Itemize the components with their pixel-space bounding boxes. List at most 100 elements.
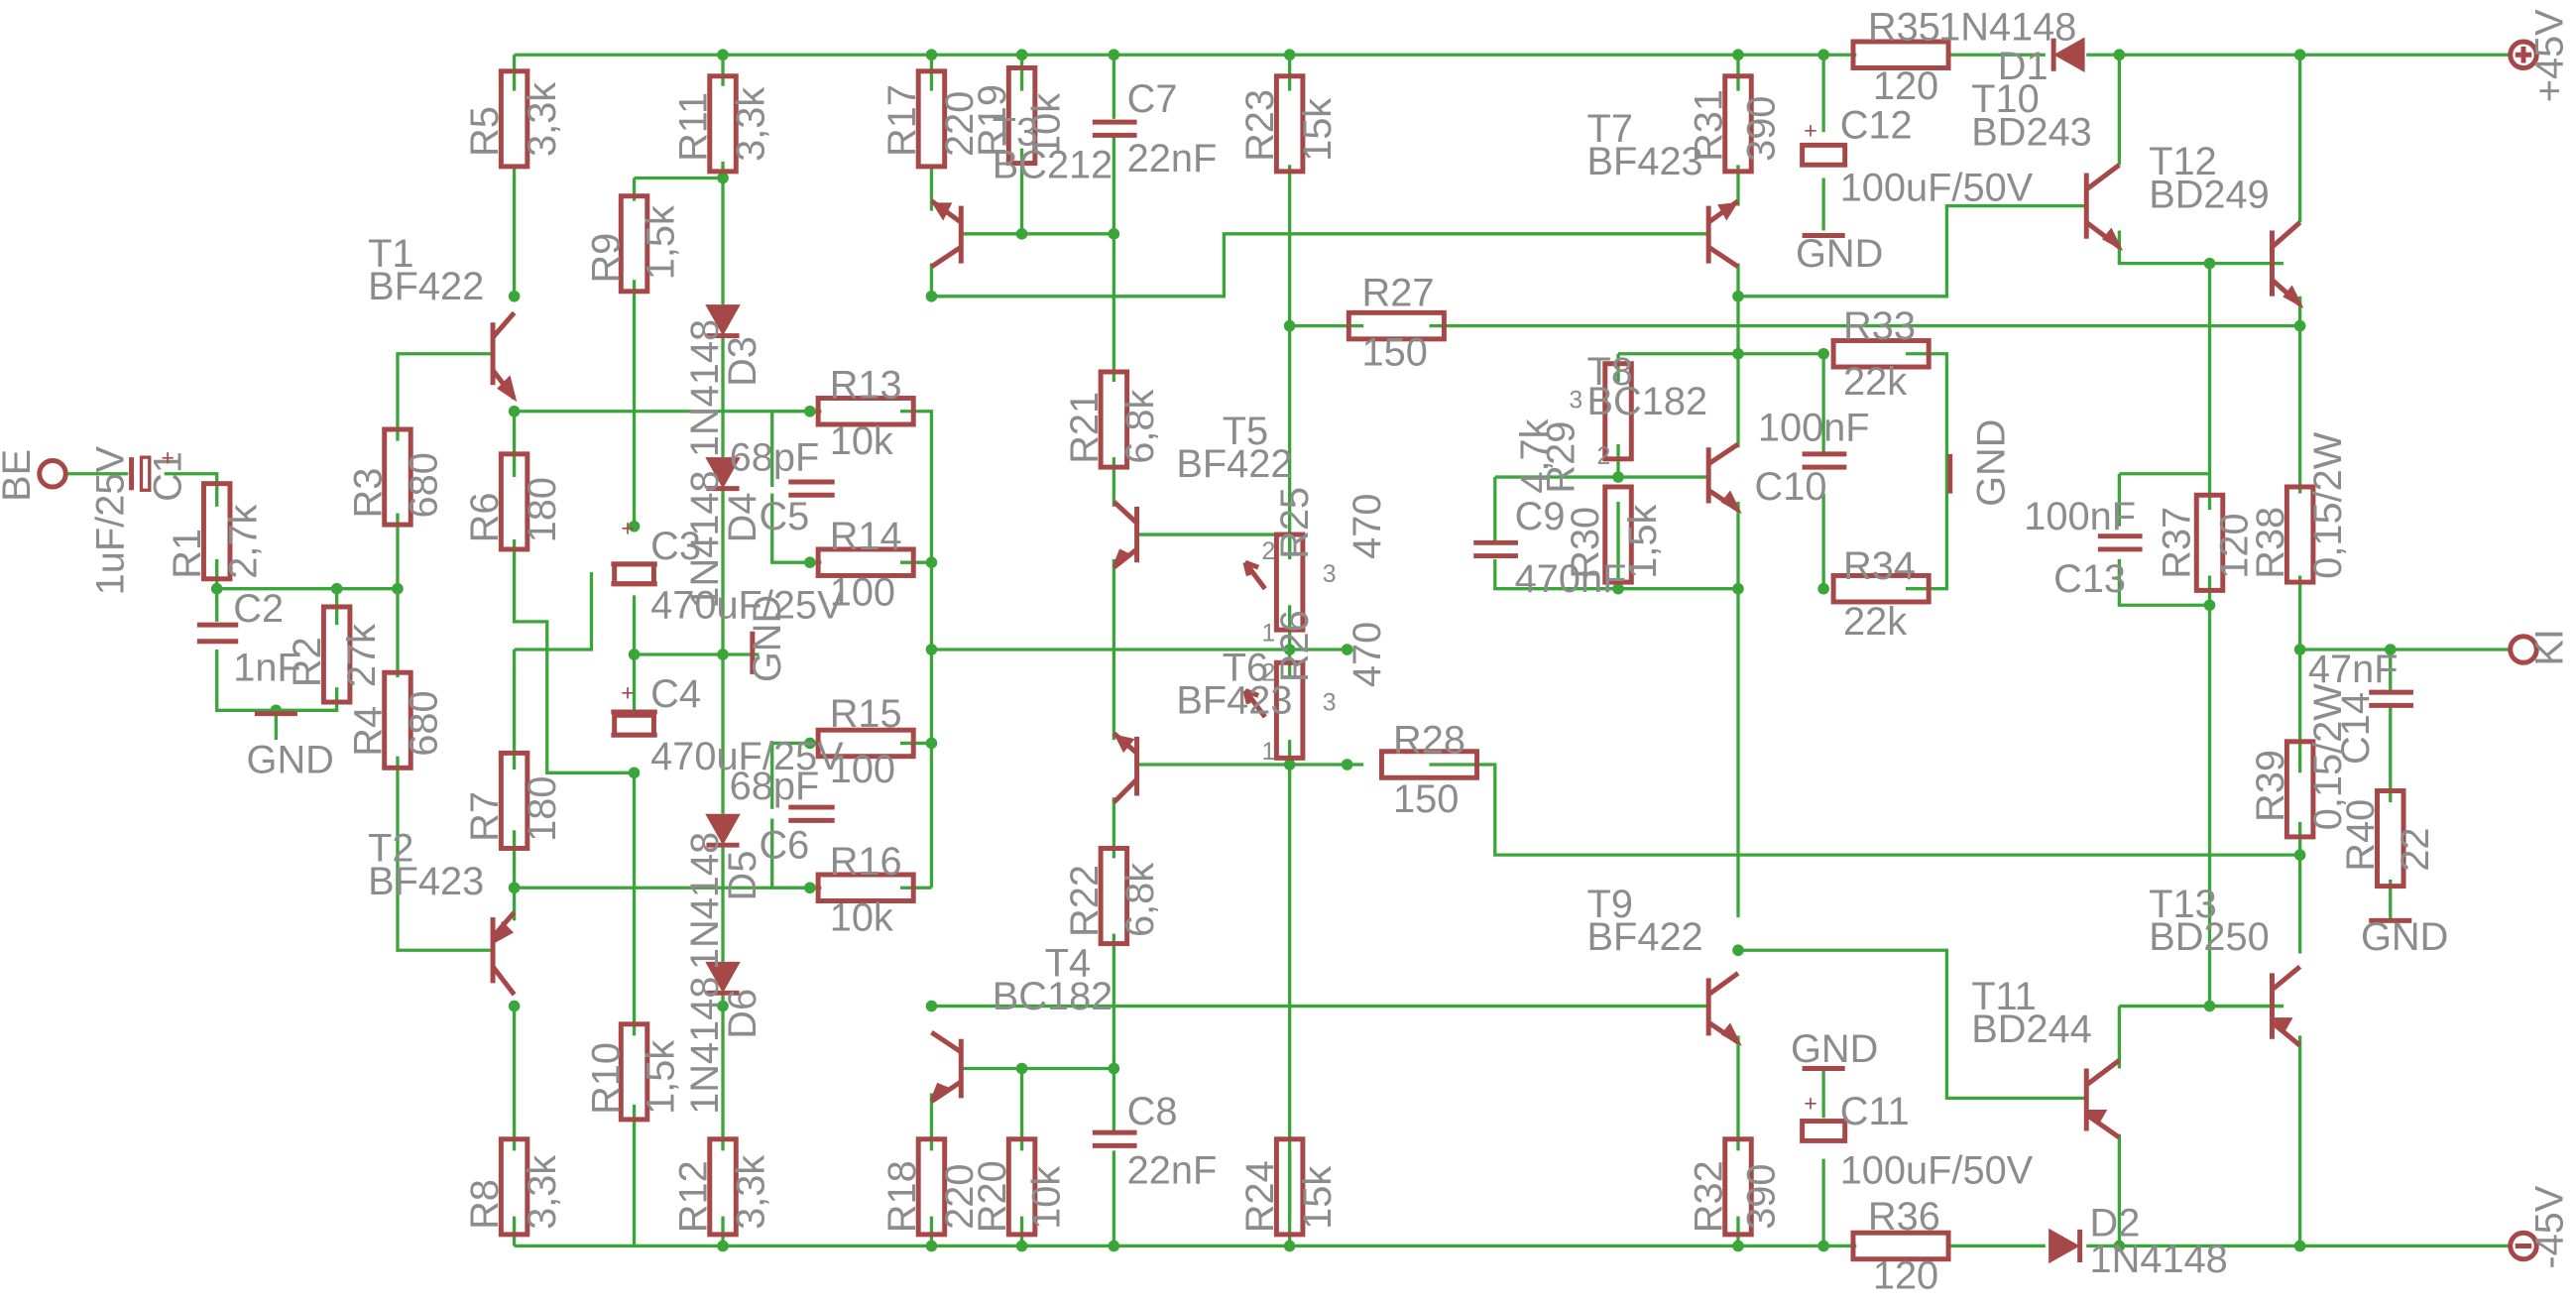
svg-text:GND: GND xyxy=(1796,232,1883,276)
svg-text:R25: R25 xyxy=(1273,487,1317,559)
svg-text:T6: T6 xyxy=(1223,646,1268,689)
svg-text:220: 220 xyxy=(938,91,982,157)
svg-text:T4: T4 xyxy=(1045,942,1091,986)
supply-plus-connector xyxy=(2508,39,2539,70)
svg-text:470nF: 470nF xyxy=(1515,557,1627,601)
svg-text:3: 3 xyxy=(1323,689,1337,716)
svg-text:R24: R24 xyxy=(1238,1160,1282,1233)
svg-text:1,5k: 1,5k xyxy=(1621,505,1665,579)
svg-text:R19: R19 xyxy=(971,84,1014,157)
labels: R35 120 1N4148 D1 T10 BD243 +45V R5 3,3k… xyxy=(0,5,2572,1297)
svg-text:R12: R12 xyxy=(671,1160,715,1233)
capacitors xyxy=(129,119,2413,1148)
transistor-t8 xyxy=(1705,441,1742,515)
transistor-t7 xyxy=(1705,198,1740,270)
svg-text:150: 150 xyxy=(1362,330,1428,374)
svg-text:+45V: +45V xyxy=(2528,9,2572,102)
svg-text:+: + xyxy=(621,679,635,705)
svg-text:R37: R37 xyxy=(2156,507,2199,579)
transistor-t10 xyxy=(2083,163,2124,252)
svg-text:2,7k: 2,7k xyxy=(221,505,265,579)
svg-text:180: 180 xyxy=(521,776,564,842)
diode-d3 xyxy=(705,304,741,339)
svg-text:2: 2 xyxy=(1261,659,1275,686)
diodes xyxy=(705,37,2085,1264)
svg-text:1,5k: 1,5k xyxy=(639,1040,682,1115)
svg-text:R14: R14 xyxy=(830,515,902,558)
transistor-t13 xyxy=(2269,964,2302,1048)
svg-text:C12: C12 xyxy=(1840,104,1913,148)
svg-text:C13: C13 xyxy=(2053,557,2126,601)
svg-text:1N4148: 1N4148 xyxy=(2090,1238,2228,1281)
svg-text:C4: C4 xyxy=(650,672,701,716)
svg-text:BE: BE xyxy=(0,449,39,502)
svg-text:1: 1 xyxy=(1261,621,1275,648)
svg-text:22k: 22k xyxy=(1843,600,1907,644)
svg-text:180: 180 xyxy=(521,477,564,542)
transistor-t9 xyxy=(1705,971,1742,1047)
transistor-t2 xyxy=(490,910,517,997)
svg-text:R32: R32 xyxy=(1687,1160,1730,1233)
svg-text:R7: R7 xyxy=(463,791,507,842)
svg-text:22nF: 22nF xyxy=(1127,137,1218,180)
diode-d6 xyxy=(705,961,741,996)
transistor-t1 xyxy=(490,310,518,403)
svg-text:BD250: BD250 xyxy=(2149,915,2270,959)
svg-text:680: 680 xyxy=(403,452,446,518)
svg-text:C14: C14 xyxy=(2334,692,2378,765)
svg-text:C5: C5 xyxy=(759,495,809,538)
svg-text:2: 2 xyxy=(1261,538,1275,565)
svg-text:T5: T5 xyxy=(1223,410,1268,453)
svg-text:220: 220 xyxy=(938,1164,982,1230)
svg-text:100uF/50V: 100uF/50V xyxy=(1840,1149,2034,1193)
svg-text:BD244: BD244 xyxy=(1971,1008,2092,1051)
svg-text:+: + xyxy=(1804,1091,1817,1117)
transistor-t3 xyxy=(930,198,964,270)
svg-text:3: 3 xyxy=(1569,387,1582,414)
svg-text:R31: R31 xyxy=(1687,89,1730,162)
diode-d5 xyxy=(705,813,741,848)
svg-text:R4: R4 xyxy=(346,706,390,757)
svg-text:R11: R11 xyxy=(671,92,715,162)
svg-text:D4: D4 xyxy=(721,492,764,542)
svg-text:10k: 10k xyxy=(830,419,893,463)
svg-text:1nF: 1nF xyxy=(233,646,301,689)
svg-text:GND: GND xyxy=(1969,419,2013,507)
transistor-t6 xyxy=(1112,731,1140,804)
svg-text:R29: R29 xyxy=(1539,421,1582,494)
svg-text:R27: R27 xyxy=(1362,272,1435,315)
svg-text:R28: R28 xyxy=(1393,718,1465,762)
ground-symbols xyxy=(254,232,2412,1072)
svg-text:T11: T11 xyxy=(1971,975,2037,1018)
svg-text:D2: D2 xyxy=(2090,1202,2141,1245)
diode-d4 xyxy=(705,457,741,492)
svg-text:T8: T8 xyxy=(1587,350,1633,394)
svg-text:R26: R26 xyxy=(1273,610,1317,682)
transistor-t5 xyxy=(1112,500,1140,570)
svg-text:R1: R1 xyxy=(166,529,209,579)
svg-text:10k: 10k xyxy=(1025,93,1069,157)
svg-text:BF422: BF422 xyxy=(1587,915,1703,959)
svg-text:T12: T12 xyxy=(2149,140,2217,183)
svg-text:1uF/25V: 1uF/25V xyxy=(88,446,132,596)
svg-text:T10: T10 xyxy=(1971,77,2039,121)
svg-text:C10: C10 xyxy=(1755,465,1827,509)
svg-text:4,7k: 4,7k xyxy=(1513,418,1557,493)
svg-text:D3: D3 xyxy=(721,336,764,387)
svg-text:R5: R5 xyxy=(463,106,507,157)
svg-text:100nF: 100nF xyxy=(2024,495,2136,538)
svg-text:T1: T1 xyxy=(368,232,413,276)
supply-minus-connector xyxy=(2508,1230,2539,1262)
svg-text:T13: T13 xyxy=(2149,883,2217,926)
svg-text:BC182: BC182 xyxy=(1587,380,1708,423)
svg-text:D5: D5 xyxy=(721,851,764,901)
svg-text:BF422: BF422 xyxy=(368,265,484,308)
svg-text:120: 120 xyxy=(1873,64,1938,108)
svg-text:C1: C1 xyxy=(146,451,189,502)
svg-text:390: 390 xyxy=(1739,96,1783,162)
svg-text:3,3k: 3,3k xyxy=(521,1155,564,1230)
svg-text:BD249: BD249 xyxy=(2149,173,2270,216)
transistors xyxy=(490,163,2304,1140)
svg-text:3,3k: 3,3k xyxy=(521,82,564,157)
svg-text:R33: R33 xyxy=(1843,304,1916,348)
